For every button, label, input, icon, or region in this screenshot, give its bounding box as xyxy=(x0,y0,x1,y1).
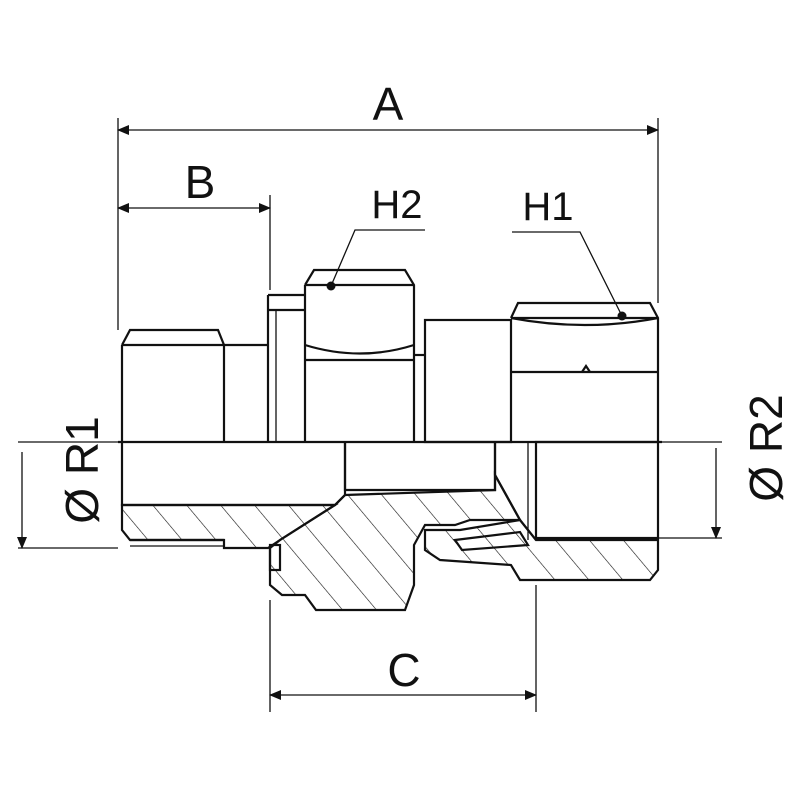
dimension-a: A xyxy=(117,78,659,330)
h2-label: H2 xyxy=(371,183,422,227)
dimension-a-label: A xyxy=(373,78,404,130)
hex-h2-upper xyxy=(303,268,416,442)
dimension-b-label: B xyxy=(185,156,216,208)
section-lower xyxy=(120,440,660,612)
r1-label: Ø R1 xyxy=(56,416,108,523)
hex-h1-upper xyxy=(510,301,660,442)
r2-label: Ø R2 xyxy=(740,394,792,501)
leader-h2: H2 xyxy=(330,183,425,287)
dimension-r1: Ø R1 xyxy=(17,416,118,549)
dimension-b: B xyxy=(117,156,271,290)
leader-h1: H1 xyxy=(512,185,623,317)
dimension-c-label: C xyxy=(387,644,420,696)
neck-upper xyxy=(414,318,513,444)
collar-upper xyxy=(266,293,305,442)
h1-label: H1 xyxy=(522,185,573,229)
left-stud-upper xyxy=(120,328,268,442)
dimension-c: C xyxy=(269,585,537,712)
dimension-r2: Ø R2 xyxy=(658,394,792,539)
